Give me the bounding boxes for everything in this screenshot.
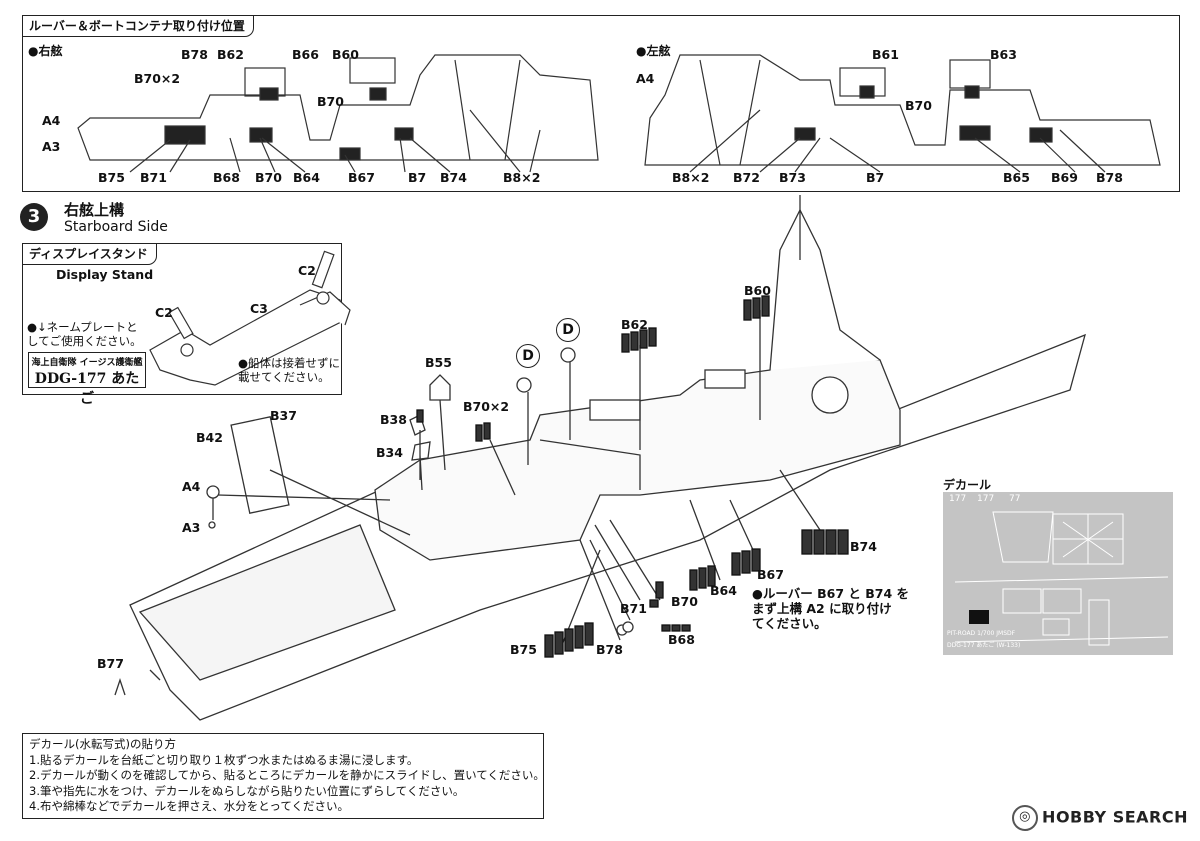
part-B74: B74 xyxy=(850,539,877,554)
label-port-A4: A4 xyxy=(636,71,655,86)
part-B38: B38 xyxy=(380,412,407,427)
step-title-en: Starboard Side xyxy=(64,219,168,235)
decal-sheet: 177 177 77 PIT-ROAD 1/700 JMSDF DDG-177 … xyxy=(943,492,1173,655)
louver-box-title: ルーバー＆ボートコンテナ取り付け位置 xyxy=(22,15,254,37)
display-stand-subtitle: Display Stand xyxy=(56,267,154,282)
part-A3: A3 xyxy=(182,520,201,535)
label-A4: A4 xyxy=(42,113,61,128)
step-title-jp: 右舷上構 xyxy=(64,201,125,219)
label-B68: B68 xyxy=(213,170,240,185)
label-B7: B7 xyxy=(408,170,427,185)
nameplate-big-text: DDG-177 あたご xyxy=(34,371,140,407)
label-B64: B64 xyxy=(293,170,320,185)
label-B62: B62 xyxy=(217,47,244,62)
decal-hull-number-3: 77 xyxy=(1009,494,1021,504)
label-port-B8x2: B8×2 xyxy=(672,170,710,185)
part-B42: B42 xyxy=(196,430,223,445)
part-B71: B71 xyxy=(620,601,647,616)
part-B60: B60 xyxy=(744,283,771,298)
part-B67: B67 xyxy=(757,567,784,582)
nameplate-small-text: 海上自衛隊 イージス護衛艦 xyxy=(31,358,143,368)
label-B75: B75 xyxy=(98,170,125,185)
label-B72: B72 xyxy=(733,170,760,185)
decal-title: デカール xyxy=(943,478,992,492)
watermark-logo-icon: ◎ xyxy=(1012,805,1039,831)
decal-print-text-1: PIT-ROAD 1/700 JMSDF xyxy=(947,630,1016,637)
part-B70x2: B70×2 xyxy=(463,399,510,414)
label-port-B70: B70 xyxy=(905,98,932,113)
label-A3: A3 xyxy=(42,139,61,154)
nameplate-note-text: ●↓ネームプレートと してご使用ください。 xyxy=(27,320,142,348)
part-B75: B75 xyxy=(510,642,537,657)
louver-install-note: ●ルーバー B67 と B74 を まず上構 A2 に取り付け てください。 xyxy=(752,586,910,631)
label-B70x2: B70×2 xyxy=(134,71,181,86)
part-B64: B64 xyxy=(710,583,737,598)
label-B70: B70 xyxy=(317,94,344,109)
stand-label-C3: C3 xyxy=(250,301,268,316)
watermark-text: HOBBY SEARCH xyxy=(1042,807,1188,827)
stand-label-C2a: C2 xyxy=(298,263,316,278)
decal-print-text-2: DDG-177 あたご (W-133) xyxy=(947,642,1021,649)
decal-instruction-3: 3.筆や指先に水をつけ、デカールをぬらしながら貼りたい位置にずらしてください。 xyxy=(29,783,465,798)
nameplate-note: ●↓ネームプレートと してご使用ください。 xyxy=(27,320,142,348)
decal-instructions-box: デカール(水転写式)の貼り方 1.貼るデカールを台紙ごと切り取り１枚ずつ水または… xyxy=(22,733,545,819)
decal-hull-number-2: 177 xyxy=(977,494,995,504)
decal-instructions-content: デカール(水転写式)の貼り方 1.貼るデカールを台紙ごと切り取り１枚ずつ水または… xyxy=(29,737,545,815)
label-B74: B74 xyxy=(440,170,467,185)
part-B55: B55 xyxy=(425,355,452,370)
part-B34: B34 xyxy=(376,445,403,460)
decal-instruction-2: 2.デカールが動くのを確認してから、貼るところにデカールを静かにスライドし、置い… xyxy=(29,768,545,782)
marker-D-2: D xyxy=(556,318,580,342)
step-number-badge: 3 xyxy=(20,203,48,231)
louver-position-box: ルーバー＆ボートコンテナ取り付け位置 xyxy=(22,15,1180,192)
decal-artwork xyxy=(954,511,1169,646)
decal-instruction-4: 4.布や綿棒などでデカールを押さえ、水分をとってください。 xyxy=(29,799,349,813)
label-B60: B60 xyxy=(332,47,359,62)
part-B77: B77 xyxy=(97,656,124,671)
stand-label-C2b: C2 xyxy=(155,305,173,320)
label-B65: B65 xyxy=(1003,170,1030,185)
decal-instruction-1: 1.貼るデカールを台紙ごと切り取り１枚ずつ水またはぬるま湯に浸します。 xyxy=(29,752,419,767)
label-B61: B61 xyxy=(872,47,899,62)
label-B69: B69 xyxy=(1051,170,1078,185)
label-B8x2: B8×2 xyxy=(503,170,541,185)
label-B73: B73 xyxy=(779,170,806,185)
label-B66: B66 xyxy=(292,47,319,62)
label-B63: B63 xyxy=(990,47,1017,62)
nameplate: 海上自衛隊 イージス護衛艦 DDG-177 あたご xyxy=(28,352,146,407)
display-stand-title: ディスプレイスタンド xyxy=(22,243,157,265)
hull-note: ●船体は接着せずに 載せてください。 xyxy=(238,356,341,384)
label-B71: B71 xyxy=(140,170,167,185)
starboard-label: ●右舷 xyxy=(28,44,63,58)
part-B70: B70 xyxy=(671,594,698,609)
part-B78: B78 xyxy=(596,642,623,657)
label-B78: B78 xyxy=(181,47,208,62)
decal-hull-number-1: 177 xyxy=(949,494,967,504)
part-A4: A4 xyxy=(182,479,201,494)
part-B62: B62 xyxy=(621,317,648,332)
label-B70b: B70 xyxy=(255,170,282,185)
label-port-B78: B78 xyxy=(1096,170,1123,185)
label-B67: B67 xyxy=(348,170,375,185)
decal-instructions-title: デカール(水転写式)の貼り方 xyxy=(29,737,176,751)
hobby-search-watermark: ◎HOBBY SEARCH xyxy=(1012,805,1188,831)
part-B68: B68 xyxy=(668,632,695,647)
label-port-B7: B7 xyxy=(866,170,885,185)
port-label: ●左舷 xyxy=(636,44,671,58)
marker-D-1: D xyxy=(516,344,540,368)
part-B37: B37 xyxy=(270,408,297,423)
